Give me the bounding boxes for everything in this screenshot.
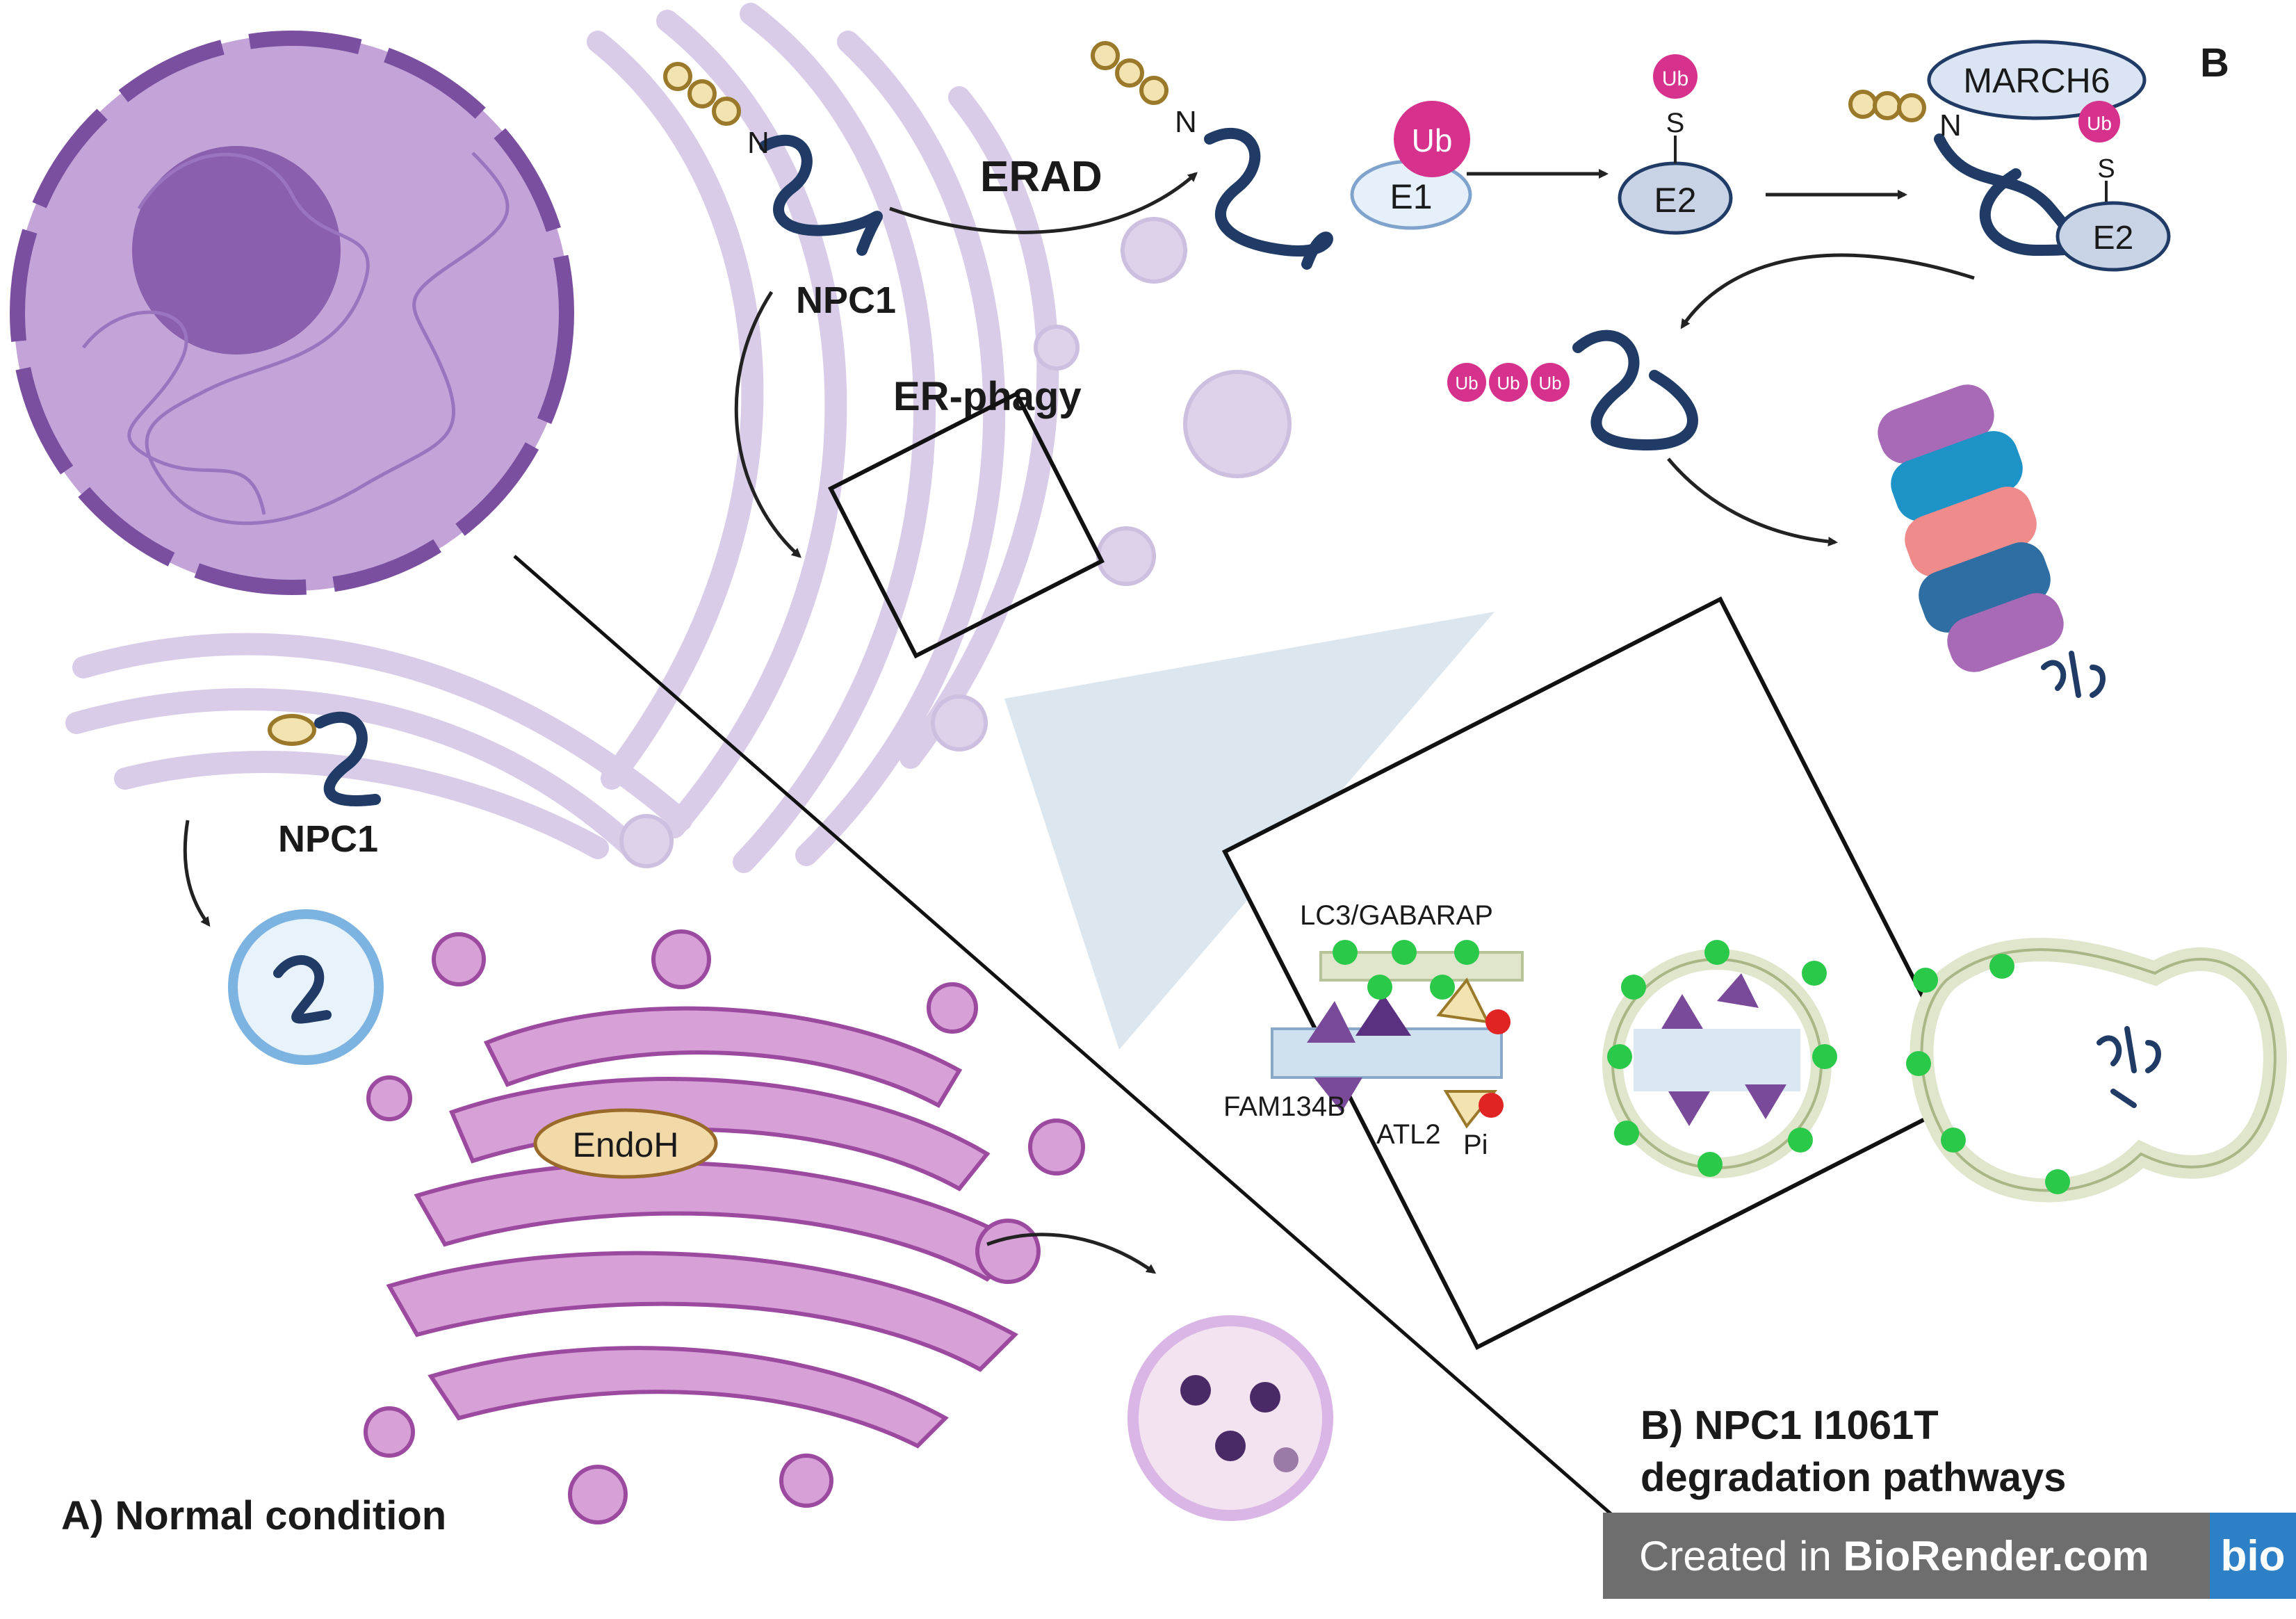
glycan-chain-er: [663, 62, 741, 126]
panel-b-letter: B: [2200, 40, 2229, 86]
biorender-logo: bio: [2210, 1513, 2296, 1599]
autophagosome: [1602, 940, 1837, 1178]
npc1-label-top: NPC1: [796, 279, 896, 321]
lc3-label: LC3/GABARAP: [1300, 900, 1493, 931]
endoh-ellipse: [533, 1108, 718, 1179]
er-phagy-detail-panel: [1221, 596, 1976, 1351]
golgi-apparatus: [364, 929, 1085, 1524]
ub-label-e1: Ub: [1412, 122, 1453, 158]
zoom-projection: [1004, 612, 1495, 1050]
s-label-e2: S: [1666, 108, 1685, 138]
n-terminus-march6: N: [1939, 108, 1962, 143]
caption-normal-condition: A) Normal condition: [61, 1493, 446, 1538]
npc1-protein-er: [759, 134, 883, 256]
endoh-label: EndoH: [573, 1125, 679, 1164]
er-phagy-label: ER-phagy: [893, 374, 1082, 419]
ub-label-poly-1: Ub: [1455, 373, 1478, 393]
e1-enzyme: [1350, 101, 1472, 230]
march6-label: MARCH6: [1963, 61, 2110, 100]
degraded-peptides: [2041, 651, 2106, 698]
erad-label: ERAD: [980, 153, 1102, 201]
s-label-march6: S: [2097, 154, 2115, 184]
npc1-protein-left: [268, 711, 381, 806]
polyubiquitin-chain: [1447, 363, 1570, 402]
e2-label-march6: E2: [2093, 220, 2134, 257]
npc1-polyubiquitinated: [1572, 330, 1698, 451]
zoom-leader-line: [513, 555, 1614, 1517]
ub-label-poly-3: Ub: [1538, 373, 1561, 393]
n-terminus-er: N: [747, 126, 770, 160]
transport-vesicle: [228, 909, 384, 1065]
caption-b-line2: degradation pathways: [1640, 1455, 2066, 1500]
proteasome: [1878, 384, 2064, 672]
e1-label: E1: [1390, 177, 1432, 216]
e2-enzyme: [1618, 54, 1733, 235]
ub-label-march6: Ub: [2087, 113, 2112, 134]
nucleus: [10, 31, 574, 595]
autolysosome: [1906, 938, 2287, 1203]
er-membrane-detail: [1271, 940, 1524, 1129]
glycan-chain-erad: [1091, 41, 1169, 105]
npc1-protein-erad: [1204, 127, 1333, 270]
ub-label-e2: Ub: [1662, 67, 1688, 90]
e2-label: E2: [1654, 181, 1696, 220]
fam134b-label: FAM134B: [1223, 1091, 1346, 1122]
npc1-label-left: NPC1: [278, 818, 378, 860]
credit-prefix: Created in: [1639, 1532, 1843, 1579]
march6-complex: [1848, 40, 2171, 272]
nucleolus: [132, 146, 341, 355]
n-terminus-erad: N: [1175, 105, 1197, 139]
biorender-credit-bar: Created in BioRender.com bio: [1603, 1513, 2296, 1599]
credit-brand: BioRender.com: [1843, 1532, 2149, 1579]
credit-text: Created in BioRender.com: [1603, 1532, 2149, 1580]
caption-b-line1: B) NPC1 I1061T: [1640, 1403, 1939, 1448]
er-vesicles: [619, 217, 1292, 868]
ub-label-poly-2: Ub: [1497, 373, 1520, 393]
lysosome: [1127, 1315, 1333, 1521]
atl2-label: ATL2: [1376, 1119, 1441, 1150]
endoplasmic-reticulum: [65, 3, 1059, 873]
er-phagy-zoom-box: [828, 391, 1105, 659]
pi-label: Pi: [1463, 1130, 1488, 1160]
